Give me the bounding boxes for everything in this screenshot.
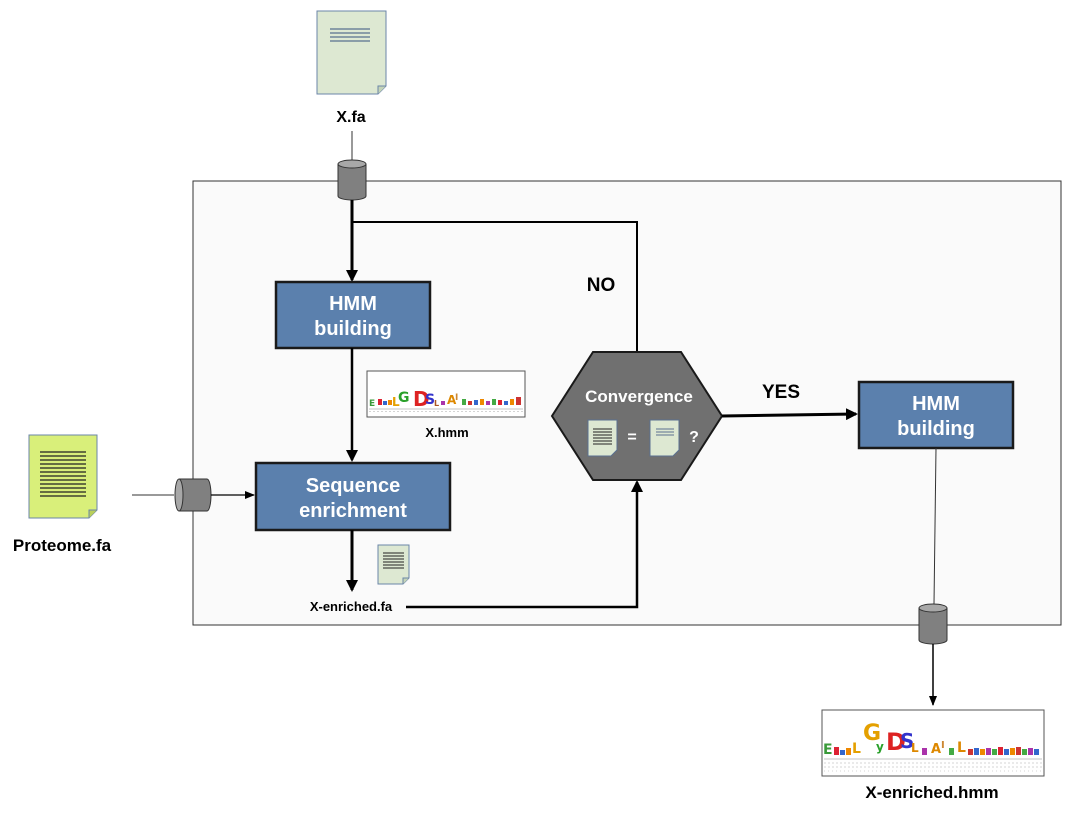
svg-text:I: I	[941, 740, 945, 751]
output-database-icon	[918, 603, 948, 645]
svg-text:E: E	[823, 742, 833, 758]
svg-text:L: L	[911, 741, 919, 755]
sequence-enrichment-line2: enrichment	[299, 500, 407, 522]
hmm-building-line1: HMM	[329, 293, 377, 315]
svg-text:A: A	[447, 393, 457, 407]
hmm-building-step: HMM building	[274, 280, 432, 350]
question-mark: ?	[689, 429, 699, 446]
proteome-document-icon	[28, 434, 98, 519]
svg-text:S: S	[425, 392, 435, 408]
svg-text:D: D	[886, 728, 906, 756]
x-enriched-hmm-label: X-enriched.hmm	[865, 783, 998, 802]
svg-text:L: L	[852, 741, 861, 757]
x-enriched-fa-label: X-enriched.fa	[310, 599, 393, 614]
equals-sign: =	[627, 429, 636, 446]
hmm-building-line2: building	[314, 318, 392, 340]
svg-text:D: D	[413, 387, 430, 411]
x-enriched-hmm-logo-icon: E L G y D S L A I L	[821, 709, 1045, 777]
input-database-icon	[337, 159, 367, 201]
svg-text:G: G	[398, 390, 410, 406]
current-set-document-icon	[649, 419, 680, 457]
svg-text:E: E	[369, 399, 375, 409]
svg-text:L: L	[957, 740, 966, 756]
svg-text:S: S	[900, 729, 914, 753]
svg-text:y: y	[876, 740, 884, 754]
final-hmm-building-line2: building	[897, 418, 975, 440]
x-hmm-label: X.hmm	[425, 425, 468, 440]
proteome-fa-label: Proteome.fa	[13, 536, 112, 555]
final-hmm-building-step: HMM building	[857, 380, 1015, 450]
x-fa-document-icon	[316, 10, 387, 95]
sequence-enrichment-step: Sequence enrichment	[254, 461, 452, 532]
yes-branch-label: YES	[762, 382, 800, 403]
svg-text:G: G	[863, 721, 881, 746]
svg-text:L: L	[392, 395, 400, 409]
x-enriched-document-icon	[377, 544, 410, 585]
svg-text:I: I	[455, 393, 458, 403]
proteome-database-icon	[174, 478, 212, 512]
previous-set-document-icon	[587, 419, 618, 457]
x-hmm-logo-icon: E L G D S L A I	[366, 370, 526, 418]
x-fa-label: X.fa	[336, 109, 365, 126]
final-hmm-building-line1: HMM	[912, 393, 960, 415]
convergence-label: Convergence	[585, 387, 693, 406]
no-branch-label: NO	[587, 275, 616, 296]
convergence-decision: Convergence = ?	[550, 351, 724, 481]
sequence-enrichment-line1: Sequence	[306, 475, 400, 497]
svg-text:A: A	[931, 742, 941, 757]
svg-text:L: L	[434, 399, 439, 408]
